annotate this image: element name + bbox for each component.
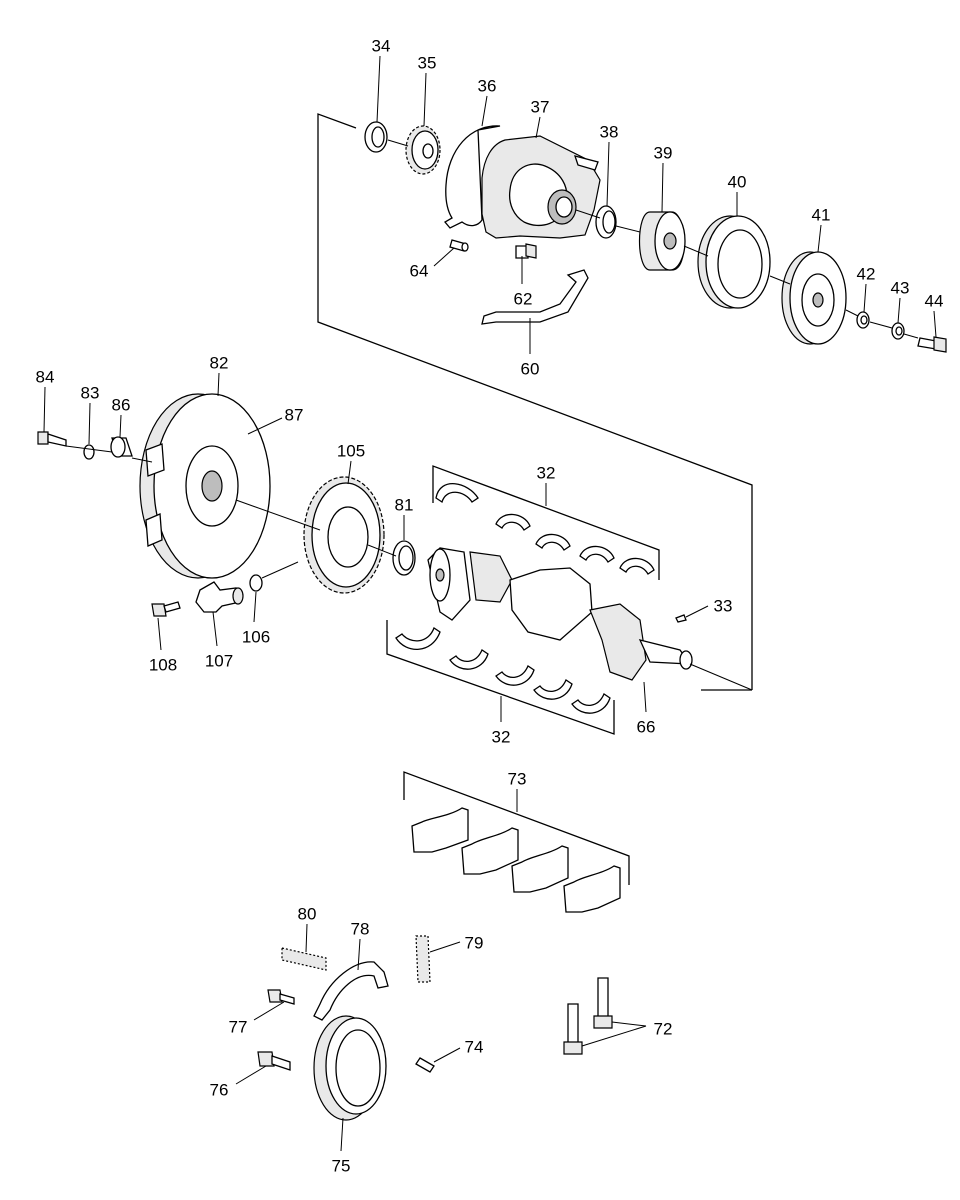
part-40-pulley xyxy=(697,215,771,309)
callout-label-82: 82 xyxy=(210,353,229,372)
part-36-gasket xyxy=(444,125,501,229)
part-34-seal xyxy=(364,121,388,153)
callout-labels: 34 35 36 37 38 39 40 41 42 43 44 64 62 60 84 83 86 82 87 10… xyxy=(36,36,944,1175)
callout-label-105: 105 xyxy=(337,441,365,460)
callout-label-35: 35 xyxy=(418,53,437,72)
callout-label-60: 60 xyxy=(521,359,540,378)
callout-label-86: 86 xyxy=(112,395,131,414)
part-35-gear xyxy=(405,125,441,175)
callout-label-42: 42 xyxy=(857,264,876,283)
callout-label-108: 108 xyxy=(149,655,177,674)
callout-label-72: 72 xyxy=(654,1019,673,1038)
callout-label-79: 79 xyxy=(465,933,484,952)
part-83-washer xyxy=(83,444,95,460)
callout-label-37: 37 xyxy=(531,97,550,116)
part-74-pin xyxy=(415,1057,435,1073)
callout-label-38: 38 xyxy=(600,122,619,141)
part-106-oring xyxy=(249,574,263,592)
part-80-stud xyxy=(281,947,327,971)
part-43-washer xyxy=(891,322,905,340)
part-81-ring xyxy=(392,540,416,576)
callout-label-34: 34 xyxy=(372,36,391,55)
callout-label-77: 77 xyxy=(229,1017,248,1036)
part-78-plate xyxy=(313,961,389,1021)
callout-label-36: 36 xyxy=(478,76,497,95)
part-32-upper-bearings xyxy=(432,465,660,580)
callout-label-43: 43 xyxy=(891,278,910,297)
callout-label-83: 83 xyxy=(81,383,100,402)
part-32-lower-bearings xyxy=(386,620,615,735)
part-76-bolt xyxy=(257,1051,291,1071)
part-64-dowel xyxy=(449,239,469,252)
part-66-crankshaft xyxy=(427,547,693,681)
part-108-bolt xyxy=(151,601,181,617)
part-42-washer xyxy=(856,311,870,329)
part-72-bolts xyxy=(563,977,613,1055)
part-33-pin xyxy=(675,614,687,623)
part-75-seal-housing xyxy=(313,1015,387,1121)
callout-label-66: 66 xyxy=(637,717,656,736)
callout-label-41: 41 xyxy=(812,205,831,224)
leader-lines xyxy=(43,55,937,1152)
part-60-bracket xyxy=(481,269,589,325)
callout-label-81: 81 xyxy=(395,495,414,514)
callout-label-106: 106 xyxy=(242,627,270,646)
callout-label-39: 39 xyxy=(654,143,673,162)
callout-label-76: 76 xyxy=(210,1080,229,1099)
part-38-ring xyxy=(595,205,617,239)
callout-label-107: 107 xyxy=(205,651,233,670)
part-105-sprocket xyxy=(303,476,385,594)
part-73-bearing-caps xyxy=(403,771,630,913)
callout-label-73: 73 xyxy=(508,769,527,788)
part-77-bolt xyxy=(267,989,295,1005)
callout-label-32b: 32 xyxy=(492,727,511,746)
callout-label-40: 40 xyxy=(728,172,747,191)
part-41-damper xyxy=(781,251,847,345)
part-79-stud xyxy=(415,935,431,983)
callout-label-80: 80 xyxy=(298,904,317,923)
part-62-bolt xyxy=(515,243,537,259)
part-107-sensor xyxy=(195,581,244,613)
callout-label-33: 33 xyxy=(714,596,733,615)
callout-label-75: 75 xyxy=(332,1156,351,1175)
part-84-bolt xyxy=(37,431,67,447)
callout-label-74: 74 xyxy=(465,1037,484,1056)
callout-label-87: 87 xyxy=(285,405,304,424)
part-86-bushing xyxy=(110,436,133,458)
callout-label-32a: 32 xyxy=(537,463,556,482)
axis-lines xyxy=(65,139,919,691)
callout-label-62: 62 xyxy=(514,289,533,308)
part-82-flywheel xyxy=(139,393,271,579)
callout-label-78: 78 xyxy=(351,919,370,938)
part-44-bolt xyxy=(917,336,947,353)
part-39-hub xyxy=(638,211,686,271)
upper-group-bracket xyxy=(317,113,753,691)
callout-label-44: 44 xyxy=(925,291,944,310)
callout-label-84: 84 xyxy=(36,367,55,386)
callout-label-64: 64 xyxy=(410,261,429,280)
part-37-timing-cover xyxy=(481,135,601,239)
